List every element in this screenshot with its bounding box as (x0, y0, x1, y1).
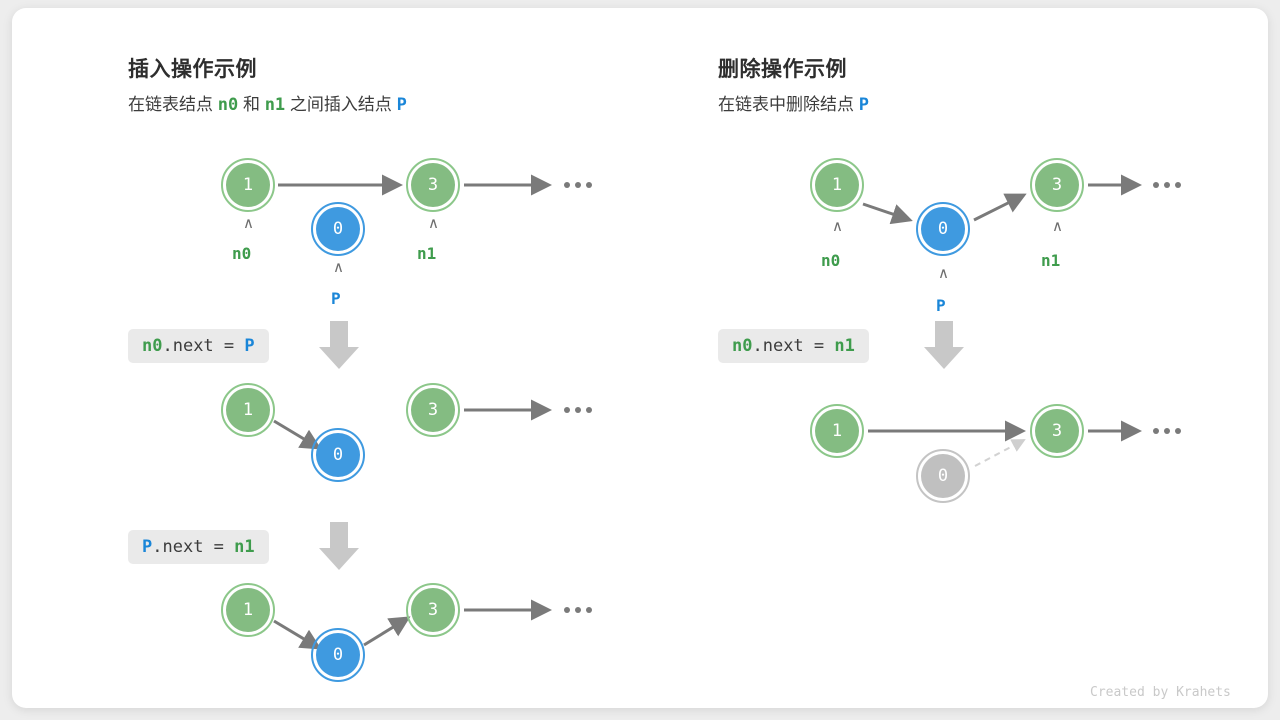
node-fill (316, 433, 360, 477)
caret-p-row1: ∧ (333, 258, 344, 276)
delete-step-1-arrow (924, 321, 964, 369)
node-fill (226, 163, 270, 207)
subtitle-node-n1: n1 (264, 95, 286, 115)
code-value: n1 (834, 336, 855, 356)
subtitle-text-1: 在链表中删除结点 (718, 95, 854, 114)
node-p-row1: 0 (311, 202, 365, 256)
caret-n0-row1: ∧ (832, 217, 843, 235)
insert-step-2-code: P.next = n1 (128, 530, 269, 564)
node-value: 3 (427, 400, 439, 420)
code-target: n0 (732, 336, 753, 356)
delete-panel-subtitle: 在链表中删除结点 P (718, 90, 869, 115)
insert-step-1-code: n0.next = P (128, 329, 269, 363)
insert-panel-subtitle: 在链表结点 n0 和 n1 之间插入结点 P (128, 90, 407, 115)
label-n0-row1: n0 (232, 244, 252, 263)
delete-edges (862, 174, 1142, 467)
label-n1-row1: n1 (417, 244, 437, 263)
node-fill (411, 388, 455, 432)
label-n0-row1: n0 (821, 251, 841, 270)
caret-n0-row1: ∧ (243, 214, 254, 232)
ellipsis-row2 (1153, 428, 1181, 434)
node-value: 0 (937, 219, 949, 239)
node-fill (921, 207, 965, 251)
node-value: 0 (937, 466, 949, 486)
caret-p-row1: ∧ (938, 264, 949, 282)
subtitle-node-p: P (858, 95, 869, 115)
node-value: 0 (332, 645, 344, 665)
subtitle-text-2: 和 (242, 95, 260, 114)
subtitle-node-p: P (396, 95, 407, 115)
node-value: 1 (831, 421, 843, 441)
node-p-deleted-row2: 0 (916, 449, 970, 503)
node-fill (921, 454, 965, 498)
node-value: 1 (242, 175, 254, 195)
node-n1-row3: 3 (406, 583, 460, 637)
node-value: 3 (1051, 175, 1063, 195)
node-fill (1035, 409, 1079, 453)
insert-panel-title: 插入操作示例 (128, 58, 257, 81)
code-target: P (142, 537, 153, 557)
node-n1-row2: 3 (406, 383, 460, 437)
ellipsis-row3 (564, 607, 592, 613)
node-fill (316, 633, 360, 677)
node-value: 3 (1051, 421, 1063, 441)
node-n1-row1: 3 (406, 158, 460, 212)
node-fill (815, 409, 859, 453)
code-middle: .next = (162, 336, 245, 356)
label-p-row1: P (936, 296, 946, 315)
node-value: 0 (332, 219, 344, 239)
delete-panel-title: 删除操作示例 (718, 58, 847, 81)
delete-step-1-code: n0.next = n1 (718, 329, 869, 363)
ellipsis-row2 (564, 407, 592, 413)
node-fill (815, 163, 859, 207)
node-n0-row1: 1 (810, 158, 864, 212)
code-middle: .next = (752, 336, 835, 356)
node-n0-row2: 1 (810, 404, 864, 458)
node-value: 0 (332, 445, 344, 465)
node-fill (1035, 163, 1079, 207)
node-n0-row1: 1 (221, 158, 275, 212)
label-p-row1: P (331, 289, 341, 308)
node-n1-row1: 3 (1030, 158, 1084, 212)
credit-text: Created by Krahets (1090, 685, 1231, 700)
insert-row1-edges (273, 174, 552, 650)
node-p-row1: 0 (916, 202, 970, 256)
node-value: 3 (427, 175, 439, 195)
code-value: P (244, 336, 255, 356)
node-p-row3: 0 (311, 628, 365, 682)
subtitle-node-n0: n0 (217, 95, 239, 115)
node-fill (411, 163, 455, 207)
subtitle-text-3: 之间插入结点 (289, 95, 392, 114)
node-value: 3 (427, 600, 439, 620)
diagram-card: 插入操作示例 在链表结点 n0 和 n1 之间插入结点 P (12, 8, 1268, 708)
code-value: n1 (234, 537, 255, 557)
code-target: n0 (142, 336, 163, 356)
node-value: 1 (831, 175, 843, 195)
caret-n1-row1: ∧ (428, 214, 439, 232)
node-fill (226, 388, 270, 432)
insert-step-2-arrow (319, 522, 359, 570)
insert-step-1-arrow (319, 321, 359, 369)
node-value: 1 (242, 600, 254, 620)
node-fill (316, 207, 360, 251)
ellipsis-row1 (1153, 182, 1181, 188)
label-n1-row1: n1 (1041, 251, 1061, 270)
caret-n1-row1: ∧ (1052, 217, 1063, 235)
subtitle-text-1: 在链表结点 (128, 95, 213, 114)
node-fill (226, 588, 270, 632)
node-n0-row3: 1 (221, 583, 275, 637)
node-n0-row2: 1 (221, 383, 275, 437)
node-value: 1 (242, 400, 254, 420)
node-fill (411, 588, 455, 632)
ellipsis-row1 (564, 182, 592, 188)
node-n1-row2: 3 (1030, 404, 1084, 458)
node-p-row2: 0 (311, 428, 365, 482)
code-middle: .next = (152, 537, 235, 557)
